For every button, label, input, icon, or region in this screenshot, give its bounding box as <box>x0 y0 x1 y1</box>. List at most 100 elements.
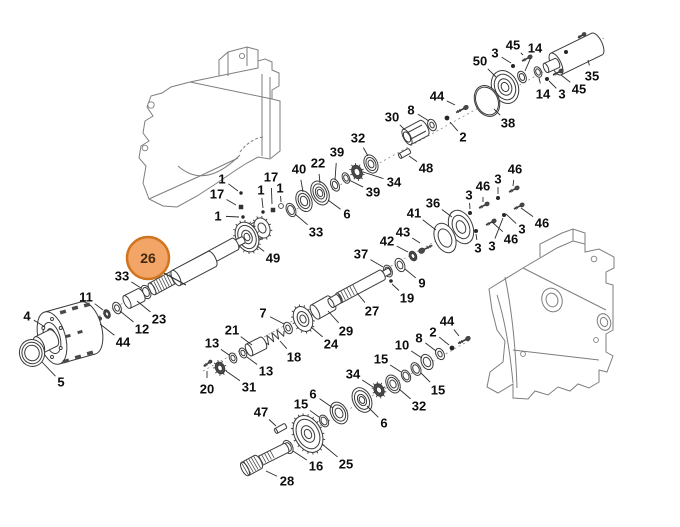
part-dot <box>593 337 599 343</box>
leader-line <box>449 121 459 132</box>
part-number-label: 34 <box>346 367 361 382</box>
part-number-label: 10 <box>395 338 409 353</box>
leader-line <box>334 162 337 181</box>
part-ring <box>314 186 326 200</box>
part-number-label: 34 <box>387 175 402 190</box>
part-number-label: 2 <box>429 325 436 340</box>
housing-outline <box>239 136 264 153</box>
housing-outline <box>504 276 518 389</box>
part-number-label: 5 <box>57 375 64 390</box>
part-cylinder-face <box>273 428 279 434</box>
leader-line <box>294 213 308 226</box>
screw-thread <box>459 340 462 345</box>
part-cylinder-face <box>309 304 321 320</box>
part-cylinder-body <box>255 443 289 467</box>
leader-line <box>417 113 430 122</box>
part-number-label: 9 <box>418 276 425 291</box>
leader-line <box>94 303 104 311</box>
spline-hatch <box>241 462 249 476</box>
leader-line <box>396 245 409 253</box>
part-dot <box>444 115 450 121</box>
part-ring <box>402 371 410 381</box>
part-number-label: 49 <box>266 251 280 266</box>
screw-thread <box>481 204 484 208</box>
leader-line <box>261 197 264 209</box>
leader-line <box>279 340 288 350</box>
part-number-label: 1 <box>276 181 283 196</box>
part-dot <box>278 203 284 209</box>
part-ring <box>287 204 295 216</box>
highlighted-part-badge[interactable] <box>125 235 171 281</box>
housing-outline <box>496 294 514 384</box>
part-number-label: 15 <box>431 383 445 398</box>
housing-outline <box>177 154 241 177</box>
leader-line <box>269 316 285 325</box>
part-ring <box>365 156 377 172</box>
leader-line <box>268 419 277 427</box>
part-cylinder-body <box>172 251 216 286</box>
part-ring <box>331 180 339 190</box>
part-cylinder-edge <box>34 329 50 338</box>
screw-thread <box>578 35 581 39</box>
leader-line <box>136 300 151 313</box>
spline-hatch <box>163 276 170 288</box>
leader-line <box>438 336 450 346</box>
part-cylinder-edge <box>44 301 81 313</box>
screw-thread <box>516 205 519 209</box>
part-dot <box>50 355 54 359</box>
part-gear-inner <box>353 167 361 177</box>
part-ring <box>410 253 416 259</box>
part-number-label: 45 <box>506 38 520 53</box>
part-ring <box>541 287 563 313</box>
part-ring <box>451 214 471 240</box>
part-ring <box>412 364 420 374</box>
screw-head <box>519 202 525 208</box>
part-number-label: 46 <box>508 162 522 177</box>
leader-line <box>408 155 418 163</box>
leader-line <box>309 410 320 418</box>
part-number-label: 30 <box>385 110 399 125</box>
part-number-label: 43 <box>396 225 410 240</box>
part-ring <box>599 316 609 328</box>
part-number-label: 32 <box>351 131 365 146</box>
leader-line <box>404 268 417 279</box>
part-number-label: 3 <box>488 239 495 254</box>
part-ring <box>429 121 435 129</box>
part-cylinder-edge <box>251 348 267 357</box>
part-number-label: 15 <box>294 397 308 412</box>
part-ring <box>114 304 120 312</box>
part-ring <box>299 195 309 207</box>
part-ring <box>396 260 404 270</box>
part-number-label: 41 <box>407 206 421 221</box>
part-cylinder-edge <box>550 32 592 54</box>
part-number-label: 44 <box>430 89 445 104</box>
part-slot <box>74 354 82 360</box>
leader-line <box>240 336 253 346</box>
screw-thread <box>511 188 514 192</box>
part-number-label: 27 <box>365 304 379 319</box>
part-number-label: 39 <box>366 185 380 200</box>
housing-outline <box>539 228 586 257</box>
part-number-label: 50 <box>473 54 487 69</box>
part-slot <box>59 309 67 315</box>
part-ring <box>475 86 499 116</box>
part-dot <box>239 191 243 195</box>
spline-hatch <box>161 277 168 289</box>
part-cylinder-edge <box>241 454 255 463</box>
part-cylinder-edge <box>310 295 328 306</box>
part-cylinder-edge <box>179 266 217 286</box>
part-cylinder-edge <box>543 57 556 64</box>
part-ring <box>283 321 293 335</box>
part-ring <box>331 404 347 422</box>
housing-outline <box>138 46 281 208</box>
leader-line <box>220 348 230 356</box>
part-cylinder-edge <box>328 294 336 300</box>
part-ring <box>329 401 349 425</box>
part-slot <box>65 333 71 339</box>
part-number-label: 3 <box>491 46 498 61</box>
spline-hatch <box>250 457 259 470</box>
part-ring <box>437 350 443 358</box>
part-slot <box>77 329 83 335</box>
part-ring <box>310 180 330 206</box>
screw-thread <box>555 71 558 75</box>
